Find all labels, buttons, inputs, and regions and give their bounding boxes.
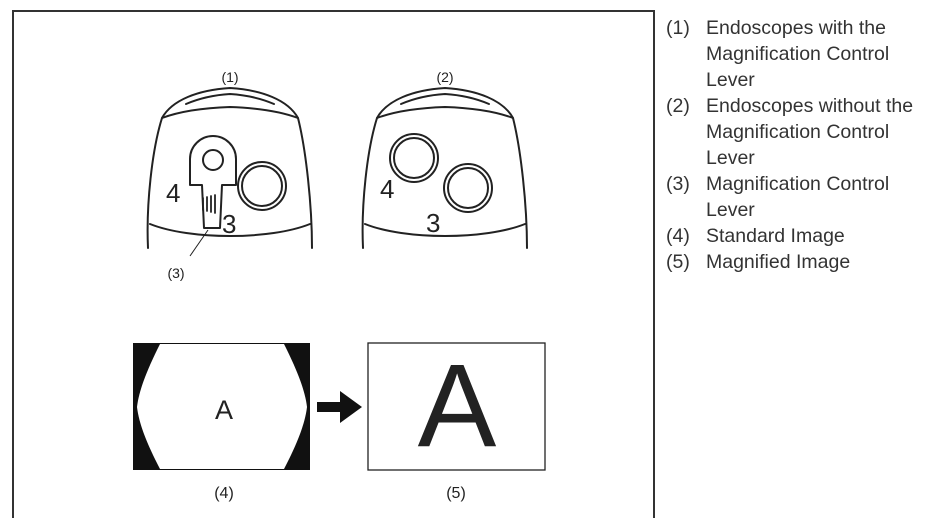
legend-item-text: Endoscopes without the Magnification Con… (706, 95, 914, 169)
endoscope-without-lever (361, 87, 528, 249)
callout-4: (4) (214, 485, 234, 502)
legend-item-text: Endoscopes with the Magnification Contro… (706, 17, 890, 91)
button-number-label: 3 (222, 209, 236, 239)
button-number-label: 4 (166, 178, 180, 208)
magnification-lever (189, 135, 237, 229)
legend-item-number: (2) (666, 95, 690, 117)
button-number-label: 4 (380, 174, 394, 204)
legend-item-number: (3) (666, 173, 690, 195)
legend-item: (3) Magnification Control Lever (666, 171, 938, 223)
callout-3: (3) (167, 265, 184, 281)
magnified-image-letter: A (418, 340, 497, 472)
legend-item-number: (5) (666, 251, 690, 273)
legend-item-text: Standard Image (706, 225, 845, 247)
arrow-right-icon (317, 391, 362, 423)
figure-frame (12, 10, 655, 518)
legend-item-number: (4) (666, 225, 690, 247)
leader-line (189, 229, 209, 257)
button-icon (443, 163, 493, 213)
legend-item: (1) Endoscopes with the Magnification Co… (666, 15, 938, 93)
legend-list: (1) Endoscopes with the Magnification Co… (666, 15, 938, 275)
legend-item: (2) Endoscopes without the Magnification… (666, 93, 938, 171)
standard-image (133, 343, 310, 470)
button-number-label: 3 (426, 208, 440, 238)
legend-item: (5) Magnified Image (666, 249, 938, 275)
callout-2: (2) (436, 69, 453, 85)
standard-image-letter: A (215, 395, 233, 425)
endoscope-with-lever (146, 87, 313, 249)
button-icon (237, 161, 287, 211)
callout-1: (1) (221, 69, 238, 85)
legend-item: (4) Standard Image (666, 223, 938, 249)
endoscope-figure: 4 3 4 3 (1) (2) (3) A A (4) (5) (133, 69, 546, 502)
legend-item-number: (1) (666, 17, 690, 39)
magnified-image (367, 342, 546, 471)
legend-item-text: Magnification Control Lever (706, 173, 890, 221)
button-icon (389, 133, 439, 183)
callout-5: (5) (446, 485, 466, 502)
lever-hole-icon (202, 149, 224, 171)
legend-item-text: Magnified Image (706, 251, 851, 273)
